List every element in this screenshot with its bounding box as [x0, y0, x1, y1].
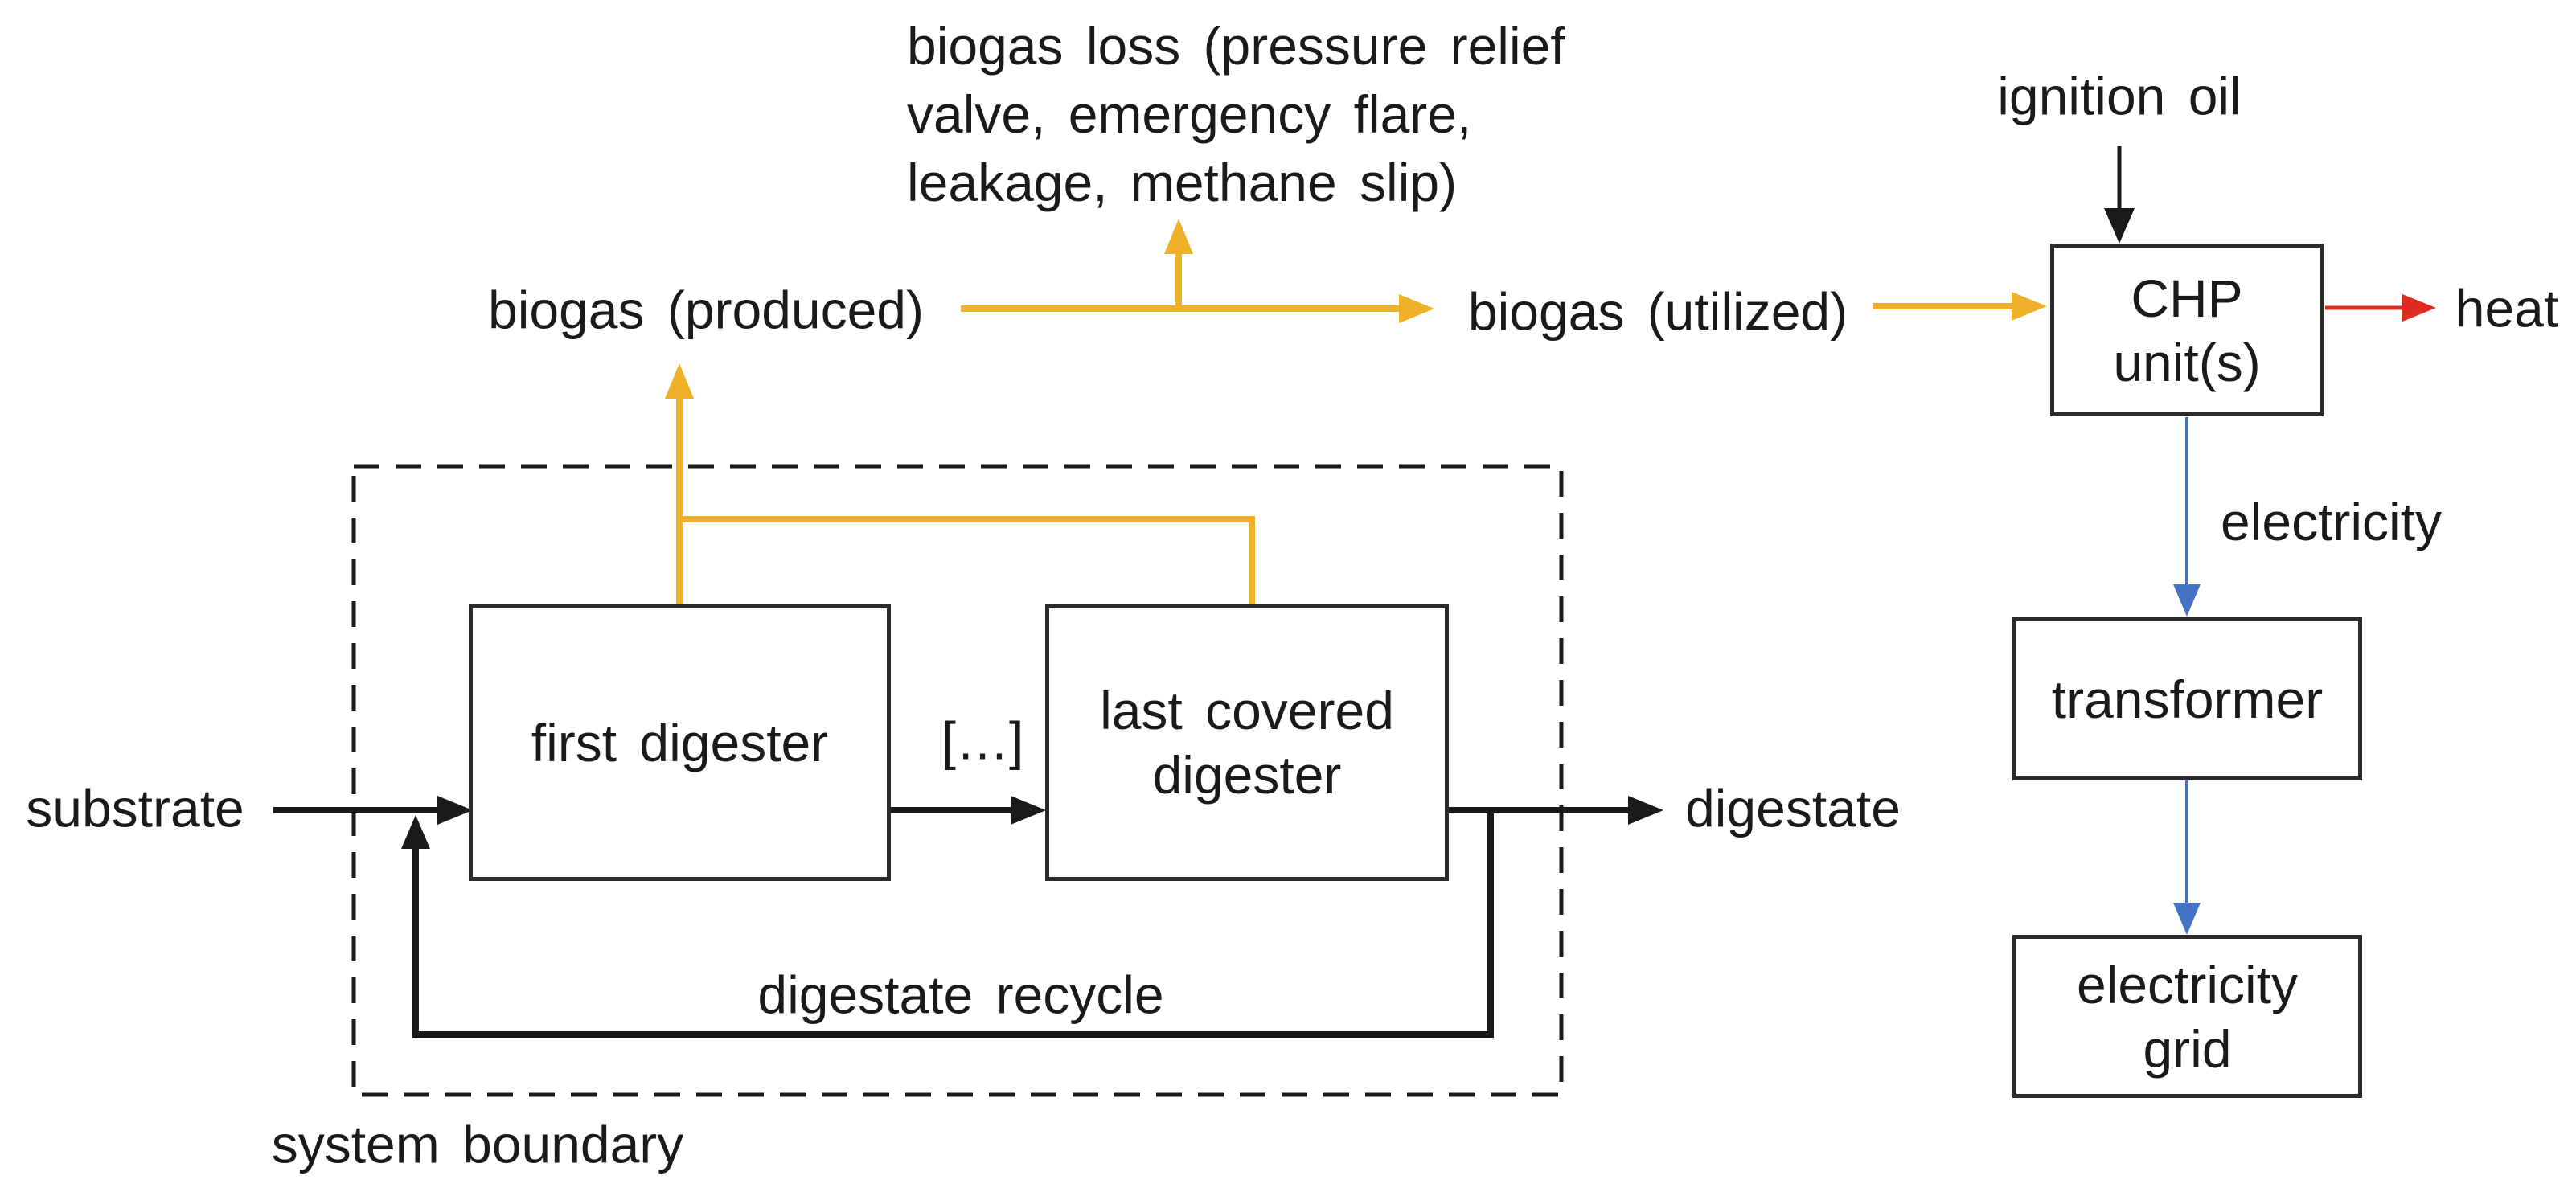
- digestate-recycle-line: [412, 810, 1494, 1038]
- digestate-recycle-label: digestate recycle: [757, 965, 1164, 1025]
- transformer-label: transformer: [2051, 669, 2324, 729]
- heat-arrowhead-icon: [2402, 294, 2436, 322]
- electricity-arrowhead-icon: [2173, 584, 2201, 617]
- chp-unit-box: CHP unit(s): [2050, 244, 2324, 416]
- digestate-recycle-arrowhead-icon: [401, 815, 430, 849]
- electricity-grid-label: electricity grid: [2076, 954, 2299, 1079]
- digester-link-arrowhead-icon: [1011, 796, 1046, 825]
- electricity-grid-box: electricity grid: [2012, 935, 2362, 1098]
- last-covered-digester-box: last covered digester: [1045, 604, 1449, 881]
- biogas-produced-arrowhead-icon: [665, 363, 694, 399]
- biogas-loss-arrowhead-icon: [1164, 219, 1193, 254]
- substrate-label: substrate: [26, 778, 244, 838]
- last-digester-biogas-branch-line: [679, 516, 1255, 604]
- biogas-utilized-arrowhead-icon: [2012, 292, 2047, 321]
- ignition-oil-arrowhead-icon: [2104, 208, 2135, 244]
- system-boundary-outline: [351, 464, 1564, 1097]
- biogas-loss-label: biogas loss (pressure relief valve, emer…: [907, 16, 1565, 212]
- chp-unit-label: CHP unit(s): [2113, 268, 2261, 392]
- ignition-oil-label: ignition oil: [1997, 66, 2242, 126]
- substrate-arrowhead-icon: [437, 796, 473, 825]
- last-covered-digester-label: last covered digester: [1100, 681, 1394, 805]
- electricity-label: electricity: [2221, 492, 2443, 551]
- biogas-utilized-label: biogas (utilized): [1467, 281, 1848, 342]
- first-digester-label: first digester: [531, 713, 829, 772]
- digestate-label: digestate: [1685, 778, 1901, 838]
- heat-label: heat: [2455, 278, 2559, 338]
- system-boundary-label: system boundary: [271, 1114, 684, 1174]
- digester-continuation-label: […]: [941, 711, 1024, 771]
- transformer-box: transformer: [2012, 617, 2362, 780]
- first-digester-box: first digester: [469, 604, 891, 881]
- grid-arrowhead-icon: [2173, 903, 2201, 935]
- digestate-arrowhead-icon: [1628, 796, 1663, 825]
- biogas-produced-label: biogas (produced): [488, 280, 924, 340]
- biogas-main-arrowhead-icon: [1399, 294, 1434, 323]
